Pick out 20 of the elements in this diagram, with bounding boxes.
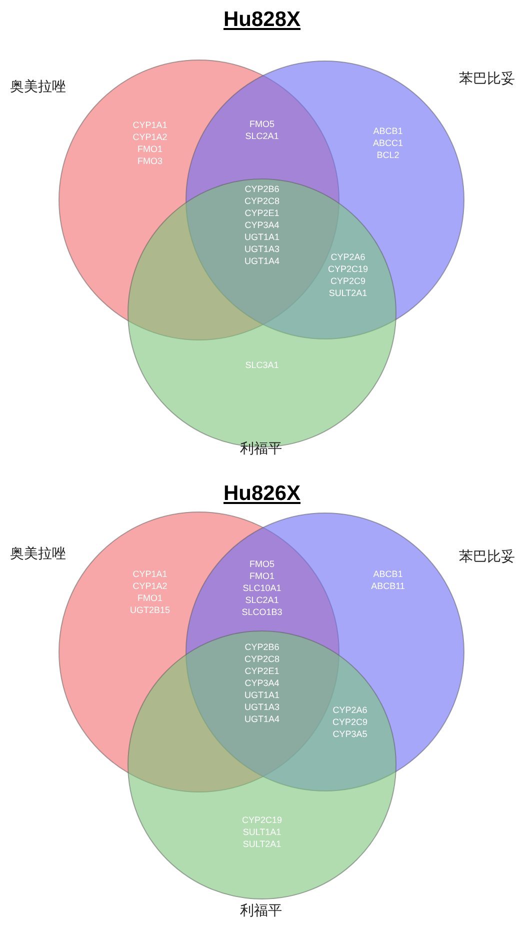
set-label: 奥美拉唑: [10, 545, 66, 563]
gene-list: CYP1A1 CYP1A2 FMO1 UGT2B15: [130, 568, 170, 616]
gene-list: CYP2B6 CYP2C8 CYP2E1 CYP3A4 UGT1A1 UGT1A3 UGT1A4: [244, 183, 280, 267]
panel-heading: Hu828X: [223, 8, 301, 32]
gene-list: FMO5 FMO1 SLC10A1 SLC2A1 SLCO1B3: [242, 558, 282, 618]
gene-list: CYP2A6 CYP2C19 CYP2C9 SULT2A1: [328, 251, 368, 299]
set-label: 利福平: [240, 440, 282, 458]
gene-list: ABCB1 ABCB11: [371, 568, 405, 592]
set-label: 苯巴比妥: [459, 548, 515, 566]
gene-list: FMO5 SLC2A1: [245, 118, 279, 142]
set-label: 苯巴比妥: [459, 70, 515, 88]
panel-heading: Hu826X: [223, 482, 301, 506]
set-label: 奥美拉唑: [10, 78, 66, 96]
gene-list: CYP2B6 CYP2C8 CYP2E1 CYP3A4 UGT1A1 UGT1A3 UGT1A4: [244, 641, 280, 725]
gene-list: CYP2A6 CYP2C9 CYP3A5: [332, 704, 368, 740]
set-label: 利福平: [240, 902, 282, 920]
gene-list: CYP1A1 CYP1A2 FMO1 FMO3: [132, 119, 168, 167]
gene-list: CYP2C19 SULT1A1 SULT2A1: [242, 814, 282, 850]
gene-list: SLC3A1: [245, 359, 279, 371]
gene-list: ABCB1 ABCC1 BCL2: [373, 125, 403, 161]
